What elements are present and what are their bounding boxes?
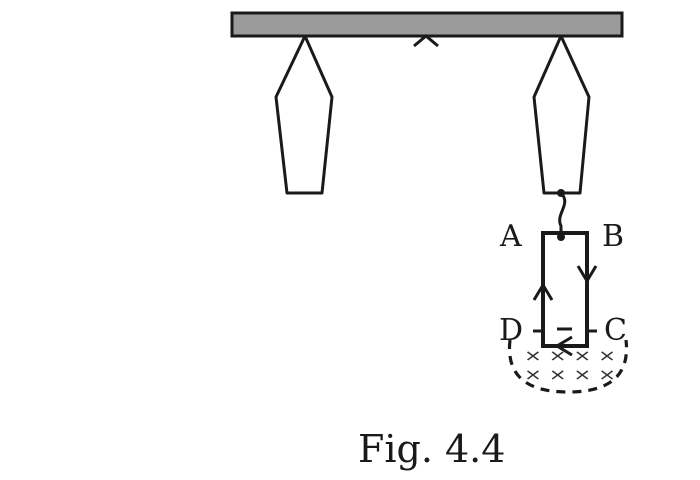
left-pan — [274, 34, 334, 195]
arrow-left-cd — [554, 335, 573, 357]
hook-wire — [558, 191, 567, 233]
balance-beam — [230, 11, 624, 38]
right-pan — [532, 34, 591, 195]
label-a: A — [499, 219, 522, 254]
current-loop-abcd — [541, 231, 589, 348]
field-crosses-row-2: × × × × — [524, 365, 616, 384]
figure-caption: Fig. 4.4 — [358, 427, 505, 471]
label-b: B — [602, 219, 624, 254]
arrow-up-da — [532, 282, 554, 301]
arrow-down-bc — [576, 265, 598, 284]
label-d: D — [499, 313, 523, 348]
label-c: C — [604, 313, 627, 348]
pivot-mark — [413, 34, 439, 48]
